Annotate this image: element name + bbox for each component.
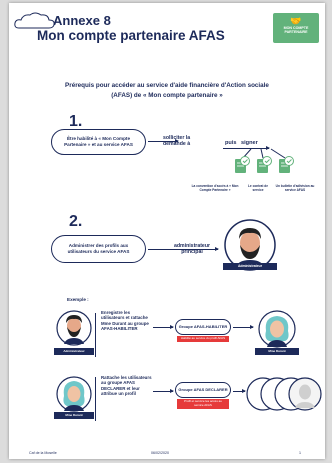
document-page: Annexe 8 Mon compte partenaire AFAS 🤝 MO… [9,3,325,459]
row2-divider [95,377,97,421]
contract-icons [235,148,294,173]
step1-puis-arrow [223,145,270,151]
document-check-icon-2 [257,156,272,173]
users-group-icon [246,377,322,411]
step1-arrow [148,138,179,144]
row1-right-caption: Mme Durant [255,348,299,355]
administrator-caption: Administrateur [223,263,277,270]
row1-arrow-1 [153,324,174,330]
step1-puis: puis [225,140,237,146]
handshake-icon: 🤝 [290,16,302,26]
row2-text: Rattache les utilisateurs au groupe AFAS… [101,375,152,397]
prerequisites-subtitle: Prérequis pour accéder au service d'aide… [29,81,305,101]
step2-arrow-text: administrateur principal [173,243,211,255]
document-check-icon-1 [235,156,250,173]
step1-pill: Être habilité à « Mon Compte Partenaire … [51,129,146,155]
step2-pill: Administrer des profils aux utilisateurs… [51,235,146,263]
cloud-icon [14,12,55,29]
administrator-small-avatar [56,310,92,346]
annexe-heading: Annexe 8 [53,13,111,28]
doc1-caption: La convention d'accès à « Mon Compte Par… [191,184,239,192]
subtitle-line2: (AFAS) de « Mon compte partenaire » [111,92,223,99]
badge-line1: MON COMPTE [283,26,309,30]
step1-number: 1. [69,113,83,130]
mon-compte-partenaire-logo: 🤝 MON COMPTE PARTENAIRE [273,13,319,43]
row1-text: Enregistre les utilisateurs et rattache … [101,310,149,332]
step1-signer: signer [241,140,258,146]
row1-group-pill: Groupe AFAS-HABILITER [175,319,231,335]
step2-arrow [148,246,219,252]
row2-group-pill: Groupe AFAS DECLARER [175,382,231,398]
example-label: Exemple : [67,297,89,302]
row1-red-note: Habilité au service du profil AFAS [177,336,229,342]
row1-arrow-2 [233,324,254,330]
footer-date: 06/02/2020 [151,451,169,455]
step1-arrow-text: solliciter la demande à [163,135,191,147]
row2-red-note: Profil et service les accès au service A… [177,399,229,409]
administrator-avatar [224,219,276,271]
row2-left-caption: Mme Durant [54,412,94,419]
row1-divider [95,313,97,357]
document-check-icon-3 [279,156,294,173]
page-title: Mon compte partenaire AFAS [37,28,225,43]
doc2-caption: Le contrat de service [247,184,268,192]
doc3-caption: Un bulletin d'adhésion au service AFAS [275,184,315,192]
subtitle-line1: Prérequis pour accéder au service d'aide… [65,82,269,89]
row1-left-caption: Administrateur [54,348,94,355]
badge-line2: PARTENAIRE [284,30,308,34]
step2-number: 2. [69,213,83,230]
row2-arrow-1 [153,388,174,394]
mme-durant-small-avatar [56,376,92,412]
footer-page-number: 1 [299,451,301,455]
mme-durant-avatar [258,310,296,348]
footer-org: Caf de la Moselle [29,451,57,455]
row2-arrow-2 [233,388,246,394]
